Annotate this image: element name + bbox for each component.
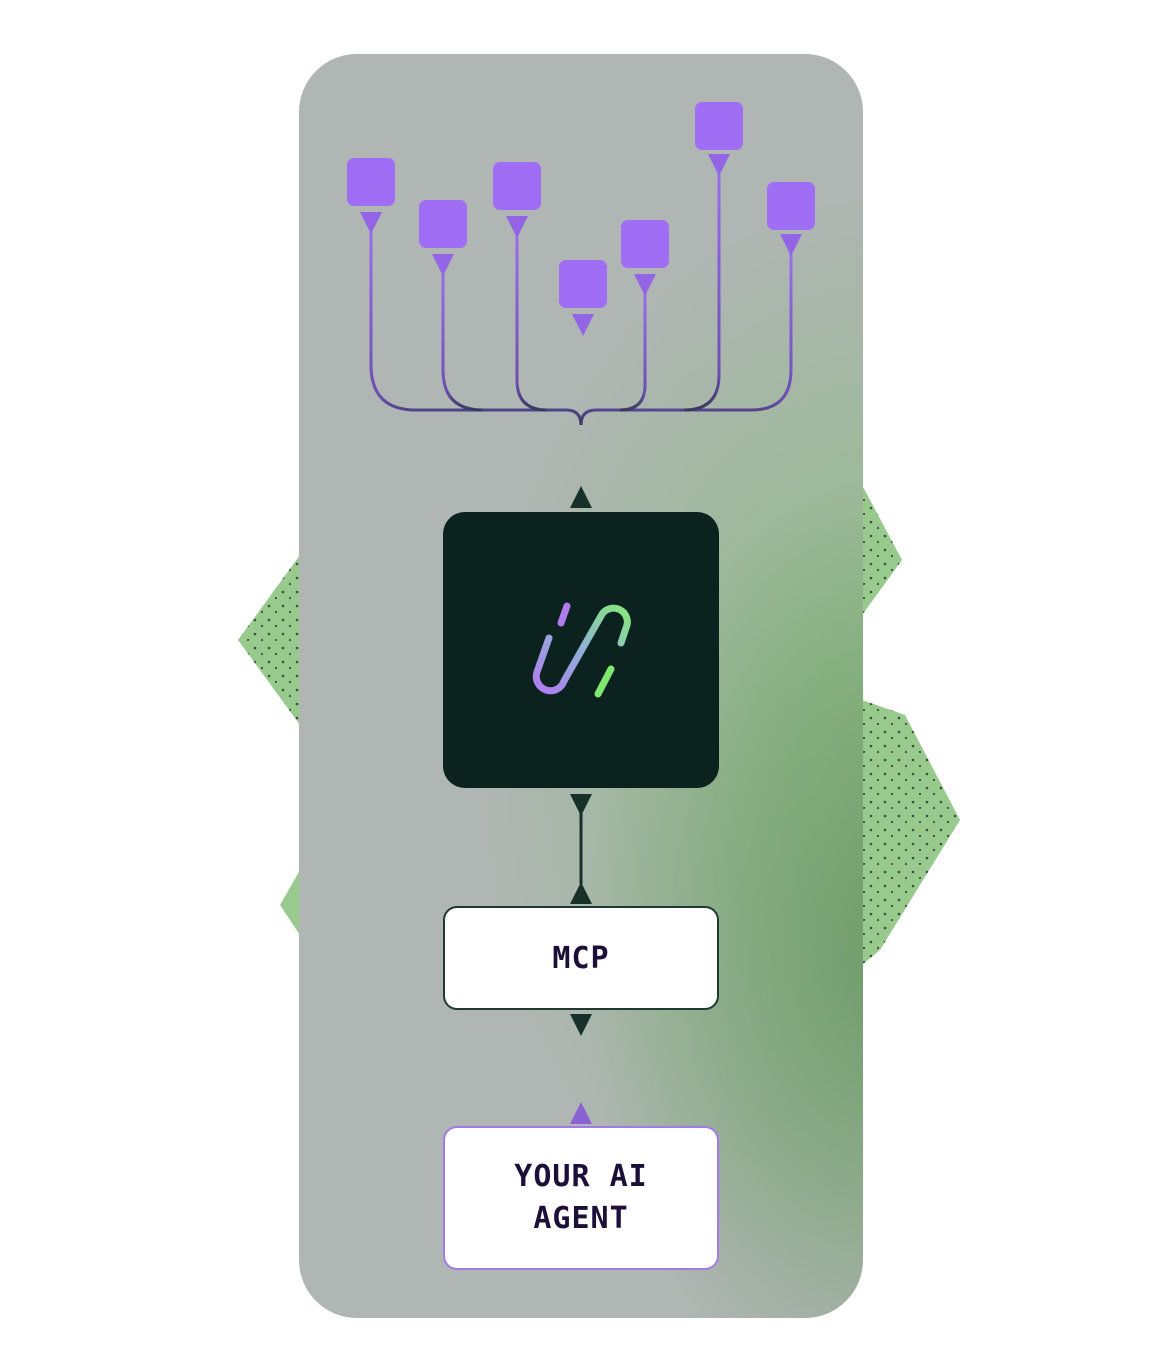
square-node-icon	[621, 220, 669, 268]
link-logo-icon	[532, 602, 631, 698]
source-nodes	[347, 102, 815, 308]
triangle-arrow-icon	[780, 234, 802, 256]
triangle-arrow-icon	[570, 486, 592, 508]
square-node-icon	[419, 200, 467, 248]
triangle-arrow-icon	[570, 1102, 592, 1124]
branch-line	[683, 172, 721, 412]
triangle-arrow-icon	[360, 212, 382, 234]
agent-label: YOUR AI AGENT	[514, 1159, 648, 1236]
branch-line	[619, 292, 647, 412]
hub-node	[443, 512, 719, 788]
branch-line	[515, 234, 548, 412]
triangle-arrow-icon	[570, 1014, 592, 1036]
square-node-icon	[695, 102, 743, 150]
triangle-arrow-icon	[570, 882, 592, 904]
square-node-icon	[559, 260, 607, 308]
agent-node: YOUR AI AGENT	[443, 1126, 719, 1270]
triangle-arrow-icon	[708, 154, 730, 176]
triangle-arrow-icon	[572, 314, 594, 336]
square-node-icon	[347, 158, 395, 206]
branch-line	[369, 230, 583, 426]
branch-line	[579, 252, 793, 426]
triangle-arrow-icon	[634, 274, 656, 296]
mcp-node: MCP	[443, 906, 719, 1010]
triangle-arrow-icon	[432, 254, 454, 276]
square-node-icon	[493, 162, 541, 210]
triangle-arrow-icon	[506, 216, 528, 238]
branch-line	[441, 272, 484, 412]
mcp-label: MCP	[552, 940, 610, 976]
left-lower-shape	[280, 870, 300, 935]
square-node-icon	[767, 182, 815, 230]
triangle-arrow-icon	[570, 794, 592, 816]
